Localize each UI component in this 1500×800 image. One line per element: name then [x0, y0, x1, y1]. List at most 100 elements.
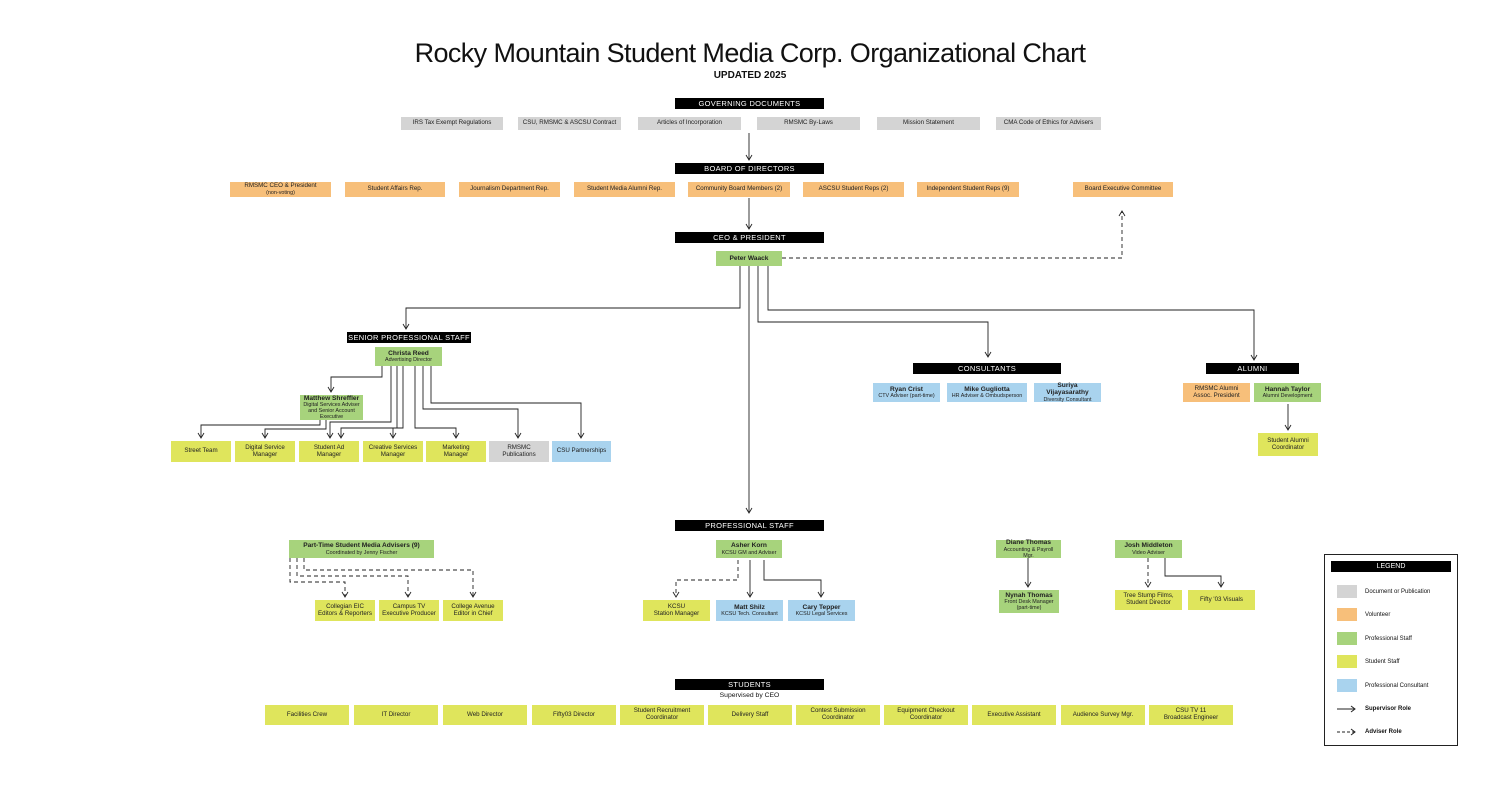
board-journalism: Journalism Department Rep.: [459, 182, 560, 197]
legend-label-volunteer: Volunteer: [1365, 611, 1391, 618]
student-role-box: Facilities Crew: [265, 705, 349, 725]
student-role-sublabel: Broadcast Engineer: [1163, 714, 1219, 721]
legend-label-adviser: Adviser Role: [1365, 729, 1402, 735]
unit-creative-services: Creative Services Manager: [363, 441, 423, 462]
board-ceo-seat-note: (non-voting): [266, 189, 295, 196]
matthew-shreffler-box: Matthew Shreffler Digital Services Advis…: [300, 395, 363, 420]
kcsu-station-manager: KCSU Station Manager: [643, 600, 710, 621]
diane-thomas-box: Diane Thomas Accounting & Payroll Mgr.: [996, 539, 1061, 559]
board-ascsu: ASCSU Student Reps (2): [803, 182, 904, 197]
legend-swatch-volunteer: [1337, 608, 1357, 621]
matt-shilz-box: Matt Shilz KCSU Tech. Consultant: [716, 600, 783, 621]
student-alumni-coordinator-l2: Coordinator: [1271, 443, 1305, 451]
unit-street-team: Street Team: [171, 441, 231, 462]
consultant-ryan-crist-name: Ryan Crist: [890, 385, 923, 393]
ceo-name: Peter Waack: [729, 254, 769, 262]
board-ceo-seat-label: RMSMC CEO & President: [244, 182, 317, 189]
legend-item-student: Student Staff: [1337, 655, 1400, 668]
alumni-assoc-l2: Assoc. President: [1193, 391, 1240, 399]
legend-label-document: Document or Publication: [1365, 588, 1431, 595]
unit-collegian: Collegian EIC Editors & Reporters: [315, 600, 375, 621]
solid-arrow-icon: [1337, 705, 1356, 713]
page-title: Rocky Mountain Student Media Corp. Organ…: [414, 38, 1086, 68]
consultant-mike-gugliotta-name: Mike Gugliotta: [964, 385, 1010, 393]
hannah-taylor-box: Hannah Taylor Alumni Development: [1254, 383, 1321, 402]
legend-label-professional: Professional Staff: [1365, 635, 1412, 642]
kcsu-station-l1: KCSU: [667, 602, 686, 610]
unit-creative-services-l2: Manager: [380, 450, 406, 458]
fifty03-visuals: Fifty '03 Visuals: [1188, 590, 1255, 610]
legend-item-document: Document or Publication: [1337, 585, 1430, 598]
dashed-arrow-icon: [1337, 728, 1356, 736]
christa-reed-box: Christa Reed Advertising Director: [375, 347, 442, 366]
student-role-box: Audience Survey Mgr.: [1061, 705, 1145, 725]
student-role-label: Audience Survey Mgr.: [1072, 710, 1134, 718]
unit-digital-service-l2: Manager: [252, 450, 278, 458]
unit-college-avenue-l1: College Avenue: [451, 602, 495, 610]
alumni-assoc-president: RMSMC Alumni Assoc. President: [1183, 383, 1250, 402]
unit-campus-tv: Campus TV Executive Producer: [379, 600, 439, 621]
consultant-mike-gugliotta-role: HR Adviser & Ombudsperson: [951, 393, 1023, 400]
student-role-label: IT Director: [381, 710, 411, 718]
christa-reed-role: Advertising Director: [384, 357, 433, 364]
unit-marketing: Marketing Manager: [426, 441, 486, 462]
unit-creative-services-l1: Creative Services: [368, 443, 418, 451]
student-role-label: CSU TV 11: [1175, 707, 1207, 715]
student-alumni-coordinator-l1: Student Alumni: [1267, 436, 1309, 444]
asher-korn-box: Asher Korn KCSU GM and Adviser: [716, 540, 782, 558]
students-note: Supervised by CEO: [719, 692, 780, 699]
legend-item-adviser: Adviser Role: [1337, 727, 1402, 737]
legend-label-consultant: Professional Consultant: [1365, 682, 1429, 689]
nynah-thomas-role: Front Desk Manager: [1004, 599, 1054, 606]
board-alumni-rep: Student Media Alumni Rep.: [574, 182, 675, 197]
matt-shilz-role: KCSU Tech. Consultant: [721, 611, 778, 618]
student-role-box: Delivery Staff: [708, 705, 792, 725]
part-time-advisers-role: Coordinated by Jenny Fischer: [325, 549, 398, 556]
hannah-taylor-name: Hannah Taylor: [1264, 385, 1311, 393]
hannah-taylor-role: Alumni Development: [1262, 393, 1313, 400]
student-role-sublabel: Coordinator: [909, 714, 943, 721]
unit-collegian-l2: Editors & Reporters: [318, 609, 372, 617]
consultant-ryan-crist-role: CTV Adviser (part-time): [878, 393, 935, 400]
unit-college-avenue-l2: Editor in Chief: [453, 609, 493, 617]
unit-campus-tv-l2: Executive Producer: [382, 609, 436, 617]
consultants-header: CONSULTANTS: [913, 363, 1061, 374]
unit-marketing-l1: Marketing: [442, 443, 470, 451]
josh-middleton-box: Josh Middleton Video Adviser: [1115, 540, 1182, 558]
student-role-label: Student Recruitment: [633, 707, 691, 715]
alumni-header: ALUMNI: [1206, 363, 1299, 374]
unit-student-ad-l1: Student Ad: [313, 443, 345, 451]
consultant-suriya-name: Suriya Vijayasarathy: [1046, 382, 1089, 397]
legend-item-volunteer: Volunteer: [1337, 608, 1390, 621]
board-student-affairs: Student Affairs Rep.: [345, 182, 445, 197]
cary-tepper-name: Cary Tepper: [802, 603, 841, 611]
asher-korn-name: Asher Korn: [731, 542, 767, 550]
consultant-ryan-crist: Ryan Crist CTV Adviser (part-time): [873, 383, 940, 402]
nynah-thomas-role-note: (part-time): [1016, 605, 1042, 612]
student-role-label: Contest Submission: [810, 707, 866, 715]
unit-rmsmc-publications-l2: Publications: [502, 450, 536, 458]
student-role-box: IT Director: [354, 705, 438, 725]
student-role-label: Web Director: [467, 710, 503, 718]
governing-documents-header: GOVERNING DOCUMENTS: [675, 98, 824, 109]
legend-swatch-professional: [1337, 632, 1357, 645]
student-role-label: Delivery Staff: [731, 710, 769, 718]
nynah-thomas-box: Nynah Thomas Front Desk Manager (part-ti…: [999, 590, 1059, 613]
board-independent: Independent Student Reps (9): [917, 182, 1019, 197]
doc-bylaws: RMSMC By-Laws: [757, 117, 860, 130]
kcsu-station-l2: Station Manager: [653, 609, 700, 617]
unit-street-team-label: Street Team: [184, 447, 218, 455]
nynah-thomas-name: Nynah Thomas: [1005, 591, 1053, 599]
ceo-header: CEO & PRESIDENT: [675, 232, 824, 243]
cary-tepper-box: Cary Tepper KCSU Legal Services: [788, 600, 855, 621]
matthew-shreffler-name: Matthew Shreffler: [303, 394, 360, 402]
asher-korn-role: KCSU GM and Adviser: [721, 549, 777, 556]
consultant-mike-gugliotta: Mike Gugliotta HR Adviser & Ombudsperson: [947, 383, 1027, 402]
josh-middleton-role: Video Adviser: [1132, 549, 1165, 556]
student-role-label: Executive Assistant: [987, 710, 1041, 718]
christa-reed-name: Christa Reed: [388, 349, 429, 357]
